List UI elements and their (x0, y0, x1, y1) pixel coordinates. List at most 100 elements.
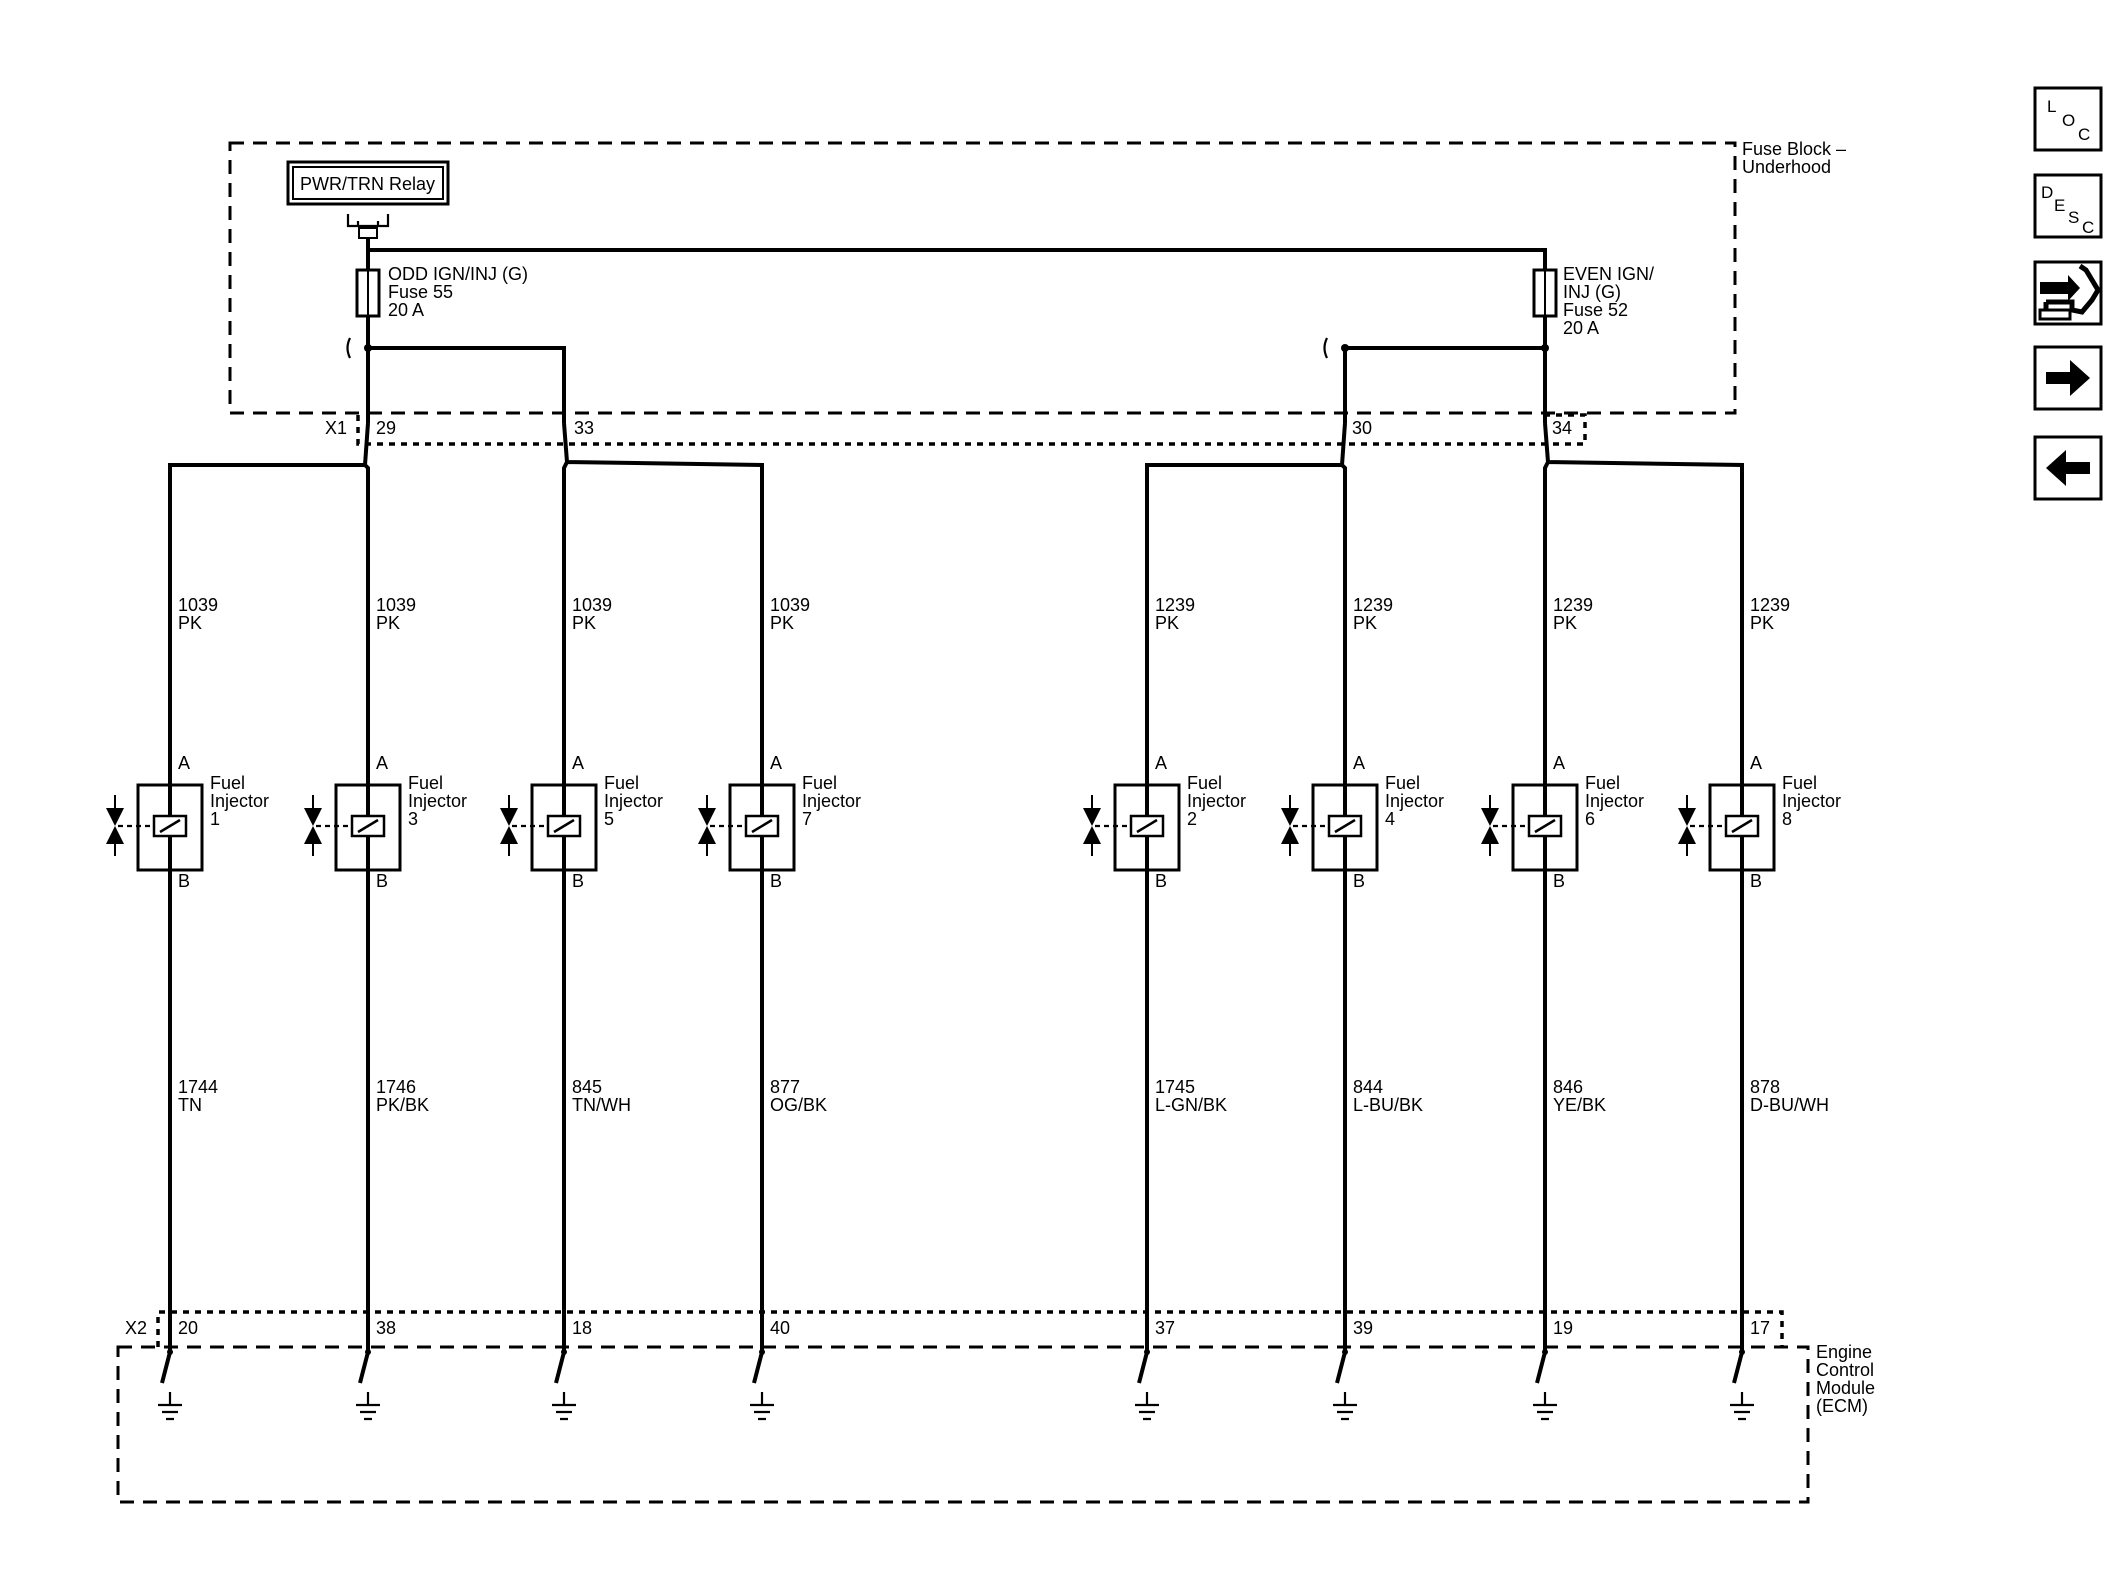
connector-tool-icon (2038, 263, 2101, 321)
injector-number: 1 (210, 809, 220, 829)
x1-pin: 34 (1552, 418, 1572, 438)
fuel-injector (1083, 783, 1181, 872)
supply-circuit-number: 1039 (572, 595, 612, 615)
injector-number: 8 (1782, 809, 1792, 829)
injector-label: Injector (1782, 791, 1841, 811)
injector-pin-b: B (1353, 871, 1365, 891)
injector-number: 3 (408, 809, 418, 829)
ecm-label: (ECM) (1816, 1396, 1868, 1416)
ecm-pin-number: 19 (1553, 1318, 1573, 1338)
fuse-block-label: Fuse Block – (1742, 139, 1846, 159)
svg-text:O: O (2062, 111, 2075, 130)
x1-connector (356, 413, 1587, 446)
ecm-boundary (116, 1345, 1810, 1504)
fuel-injector (1481, 783, 1579, 872)
x1-pin: 33 (574, 418, 594, 438)
supply-split-1-3 (168, 422, 370, 785)
fuel-injector-1-circuit (106, 783, 204, 1421)
x1-pin: 29 (376, 418, 396, 438)
arrow-right-icon (2046, 360, 2090, 396)
control-wire-color: D-BU/WH (1750, 1095, 1829, 1115)
control-wire-color: TN/WH (572, 1095, 631, 1115)
even-fuse-feed (1343, 316, 1547, 423)
svg-text:C: C (2078, 125, 2090, 144)
fuse-55-label: Fuse 55 (388, 282, 453, 302)
supply-wire-color: PK (1353, 613, 1377, 633)
injector-label: Fuel (1385, 773, 1420, 793)
fuel-injector-3-circuit (304, 783, 402, 1421)
injector-number: 2 (1187, 809, 1197, 829)
supply-wire-color: PK (376, 613, 400, 633)
ecm-pin-number: 37 (1155, 1318, 1175, 1338)
supply-circuit-number: 1039 (376, 595, 416, 615)
svg-text:E: E (2054, 196, 2065, 215)
control-circuit-number: 878 (1750, 1077, 1780, 1097)
control-circuit-number: 845 (572, 1077, 602, 1097)
supply-split-5-7 (562, 422, 764, 785)
control-circuit-number: 844 (1353, 1077, 1383, 1097)
ecm-pin-number: 17 (1750, 1318, 1770, 1338)
injector-pin-b: B (770, 871, 782, 891)
injector-label: Fuel (1187, 773, 1222, 793)
fuse-52-label: Fuse 52 (1563, 300, 1628, 320)
next-button[interactable] (2033, 345, 2103, 411)
desc-button[interactable]: D E S C (2033, 173, 2103, 239)
injector-number: 4 (1385, 809, 1395, 829)
relay-output-bus (366, 238, 1547, 270)
supply-wire-color: PK (1155, 613, 1179, 633)
injector-pin-b: B (376, 871, 388, 891)
control-wire-color: YE/BK (1553, 1095, 1606, 1115)
svg-text:C: C (2082, 218, 2094, 237)
injector-label: Injector (802, 791, 861, 811)
connector-tool-button[interactable] (2033, 260, 2103, 326)
control-circuit-number: 877 (770, 1077, 800, 1097)
fuse-52-label: INJ (G) (1563, 282, 1621, 302)
supply-wire-color: PK (1553, 613, 1577, 633)
injector-label: Fuel (408, 773, 443, 793)
injector-number: 7 (802, 809, 812, 829)
svg-text:D: D (2041, 183, 2053, 202)
supply-split-6-8 (1543, 422, 1744, 785)
fuel-injector (1678, 783, 1776, 872)
fuse-52-label: EVEN IGN/ (1563, 264, 1654, 284)
supply-circuit-number: 1039 (770, 595, 810, 615)
injector-label: Fuel (210, 773, 245, 793)
injector-label: Fuel (1585, 773, 1620, 793)
pwr-trn-relay: PWR/TRN Relay (286, 160, 450, 239)
fuse-block-boundary (228, 141, 1737, 415)
fuse-block-label: Underhood (1742, 157, 1831, 177)
injector-pin-b: B (1750, 871, 1762, 891)
control-wire-color: TN (178, 1095, 202, 1115)
injector-label: Injector (604, 791, 663, 811)
fuel-injector-6-circuit (1481, 783, 1579, 1421)
fuel-injector (106, 783, 204, 872)
ecm-pin-number: 39 (1353, 1318, 1373, 1338)
injector-pin-a: A (1553, 753, 1565, 773)
x1-pin: 30 (1352, 418, 1372, 438)
supply-wire-color: PK (770, 613, 794, 633)
fuel-injector (500, 783, 598, 872)
ecm-pin-number: 38 (376, 1318, 396, 1338)
supply-circuit-number: 1239 (1553, 595, 1593, 615)
arrow-left-icon (2046, 450, 2090, 486)
supply-split-2-4 (1145, 422, 1347, 785)
control-wire-color: L-GN/BK (1155, 1095, 1227, 1115)
injector-pin-a: A (376, 753, 388, 773)
back-button[interactable] (2033, 435, 2103, 501)
fuel-injector-5-circuit (500, 783, 598, 1421)
injector-pin-a: A (178, 753, 190, 773)
injector-label: Injector (408, 791, 467, 811)
injector-label: Injector (1585, 791, 1644, 811)
control-wire-color: L-BU/BK (1353, 1095, 1423, 1115)
control-circuit-number: 1745 (1155, 1077, 1195, 1097)
ecm-label: Control (1816, 1360, 1874, 1380)
ecm-label: Module (1816, 1378, 1875, 1398)
injector-label: Injector (1187, 791, 1246, 811)
ecm-label: Engine (1816, 1342, 1872, 1362)
control-wire-color: OG/BK (770, 1095, 827, 1115)
fuse-52-label: 20 A (1563, 318, 1599, 338)
loc-button[interactable]: L O C (2033, 86, 2103, 152)
supply-wire-color: PK (1750, 613, 1774, 633)
injector-pin-b: B (1155, 871, 1167, 891)
